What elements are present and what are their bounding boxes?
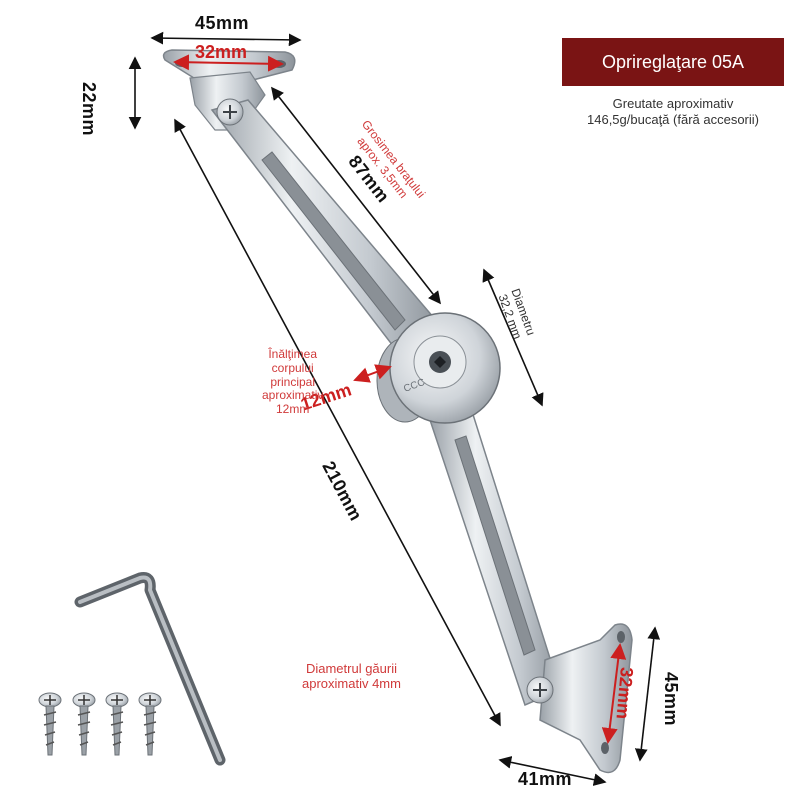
body-height-line-5: 12mm [276,402,310,417]
hole-diameter-note: Diametrul găurii aproximativ 4mm [302,661,401,692]
hex-key-icon [74,572,226,766]
screws [38,692,162,756]
weight-line-2: 146,5g/bucaţă (fără accesorii) [587,111,759,127]
hole-diameter-line-1: Diametrul găurii [305,661,397,676]
body-height-line-2: corpului [271,360,314,375]
body-height-line-1: Înălţimea [268,347,318,361]
weight-note: Greutate aproximativ 146,5g/bucaţă (fără… [548,96,798,127]
screw-icon [138,692,162,756]
screw-icon [105,692,129,756]
bottom-plate-width-label: 41mm [518,769,573,789]
weight-line-1: Greutate aproximativ [612,96,734,111]
product-title-badge: Oprireglaţare 05A [562,38,784,86]
body-height-line-3: principal [270,374,316,389]
hole-diameter-line-2: aproximativ 4mm [302,675,401,691]
top-plate-width-label: 45mm [195,13,250,33]
lower-arm [429,404,561,707]
red-dimension-lines [173,54,627,744]
dimension-lines [128,31,661,786]
top-plate-height-label: 22mm [79,82,99,137]
product-title: Oprireglaţare 05A [601,51,745,72]
top-hole-spacing-label: 32mm [195,42,248,62]
body-height-line-4: aproximativ [262,388,324,403]
bottom-plate-height-label: 45mm [661,672,681,727]
bottom-hole-spacing-label: 32mm [612,666,637,720]
body-height-note: Înălţimea corpului principal aproximativ… [262,347,324,417]
upper-arm [210,98,442,357]
screw-icon [38,692,62,756]
screw-icon [72,692,96,756]
